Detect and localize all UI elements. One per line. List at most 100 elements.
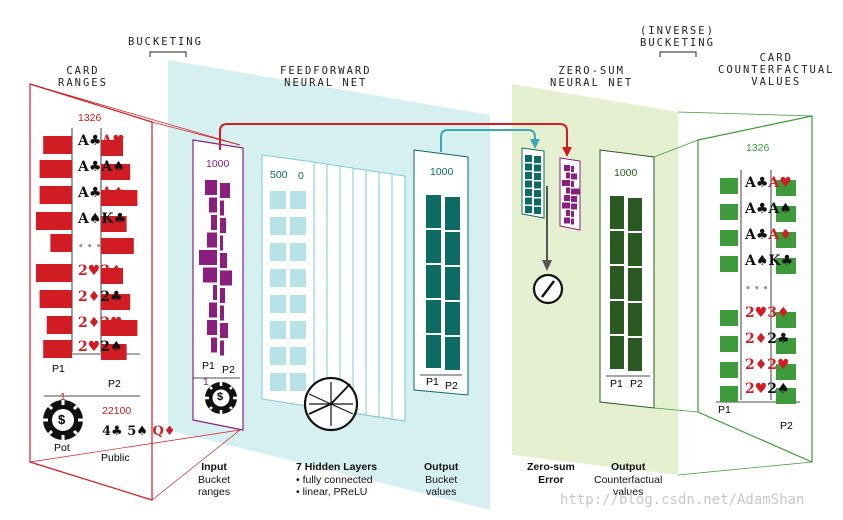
counterfactual-output-panel (599, 149, 655, 409)
p1-output-bar (426, 335, 441, 368)
zs-teal-cell (534, 181, 541, 189)
zs-purple-cell (566, 172, 570, 179)
p1-cf-card-bar (720, 230, 738, 246)
p2-cf-bar (628, 303, 642, 336)
output-bucket-count: 1000 (430, 166, 454, 178)
hidden-unit (290, 191, 306, 209)
p2-range-bar (101, 344, 127, 360)
right-hand-8: 2♥2♠ (745, 381, 790, 397)
p2-cf-card-bar (776, 388, 796, 404)
output-to-zero-sum-arrow (440, 129, 536, 152)
p1-cf-bar (610, 196, 624, 229)
p2-bucket-bar (220, 323, 228, 338)
hidden-unit (270, 295, 286, 313)
p2-bucket-bar (220, 253, 227, 268)
bucketing-label: BUCKETING (128, 36, 203, 48)
cf-p1-label: P1 (610, 378, 623, 390)
p2-bucket-bar (220, 305, 224, 321)
zs-teal-cell (525, 155, 532, 162)
p1-cf-card-bar (720, 386, 738, 402)
right-hand-5: 2♥3♦ (745, 305, 790, 321)
zs-teal-cell (525, 189, 532, 196)
p2-cf-bar (628, 233, 642, 266)
hidden-layer-fragment: 0 (298, 170, 304, 182)
prelu-activation-icon (303, 376, 359, 432)
p1-cf-card-bar (720, 310, 738, 326)
p1-output-bar (426, 230, 441, 263)
zs-teal-cell (525, 180, 532, 188)
input-to-zero-sum-arrow (219, 123, 568, 150)
inverse-bucketing-label: (INVERSE)BUCKETING (640, 25, 715, 49)
hidden-layers-stack (261, 154, 406, 422)
hidden-unit (270, 373, 286, 391)
p1-output-bar (426, 300, 441, 333)
p1-range-bar (39, 160, 72, 178)
p2-cf-card-bar (776, 312, 796, 328)
p2-bucket-bar (220, 183, 230, 198)
hidden-unit (270, 321, 286, 339)
public-card-1: 4♣ (102, 424, 123, 439)
card-counterfactual-count: 1326 (746, 142, 770, 154)
right-hand-3: A♣A♦ (745, 227, 792, 243)
left-hand-2: A♣A♠ (78, 159, 125, 175)
hidden-unit (270, 347, 286, 365)
public-card-3: Q♦ (152, 424, 176, 439)
p2-bucket-bar (220, 235, 223, 251)
p2-cf-bar (628, 338, 642, 371)
p1-range-bar (39, 186, 72, 204)
zs-teal-cell (534, 198, 541, 206)
zs-purple-cell (571, 211, 574, 217)
p2-range-bar (101, 268, 123, 284)
p1-bucket-bar (199, 250, 217, 265)
p2-bucket-bar (220, 218, 226, 233)
pot-label: Pot (54, 442, 70, 454)
bucket-count: 1000 (206, 158, 230, 170)
p1-bucket-bar (209, 302, 217, 318)
p1-output-bar (426, 195, 441, 228)
hidden-unit (270, 191, 286, 209)
hidden-unit (290, 321, 306, 339)
pot-value: 1 (60, 391, 66, 403)
p2-cf-card-bar (776, 232, 796, 248)
left-ellipsis: • • • (78, 242, 102, 252)
counterfactual-value-bars (610, 196, 642, 371)
inverse-bucketing-bracket (659, 51, 697, 57)
input-bucket-panel (192, 139, 244, 431)
zs-purple-cell (566, 187, 570, 194)
p1-output-bar (426, 265, 441, 298)
zs-purple-cell (571, 196, 577, 202)
watermark: http://blog.csdn.net/AdamShan (560, 492, 805, 508)
public-card-2: 5♠ (127, 424, 148, 439)
p1-cf-card-bar (720, 256, 738, 272)
zs-teal-cell (525, 206, 532, 213)
input-p1-label: P1 (202, 360, 215, 372)
p1-cf-bar (610, 266, 624, 299)
right-hand-4: A♠K♣ (745, 253, 794, 269)
output-p2-label: P2 (445, 380, 458, 392)
card-counterfactual-bars (720, 178, 796, 404)
left-hand-5: 2♥3♦ (78, 263, 123, 279)
bucket-range-bars (199, 180, 232, 356)
p1-range-bar (46, 316, 72, 334)
left-hand-1: A♣A♥ (78, 133, 125, 149)
hidden-unit (270, 217, 286, 235)
p1-cf-bar (610, 301, 624, 334)
right-hand-1: A♣A♥ (745, 175, 792, 191)
p1-bucket-bar (211, 337, 217, 353)
public-value: 22100 (102, 405, 132, 417)
zs-teal-cell (534, 173, 541, 180)
zs-teal-cell (534, 207, 541, 214)
hidden-unit (270, 243, 286, 261)
hidden-unit (290, 269, 306, 287)
p2-cf-bar (628, 198, 642, 231)
hidden-unit (270, 269, 286, 287)
cf-p2-label: P2 (630, 378, 643, 390)
p1-range-bar (36, 212, 72, 230)
left-hand-4: A♠K♣ (78, 211, 127, 227)
zs-purple-cell (566, 210, 570, 216)
